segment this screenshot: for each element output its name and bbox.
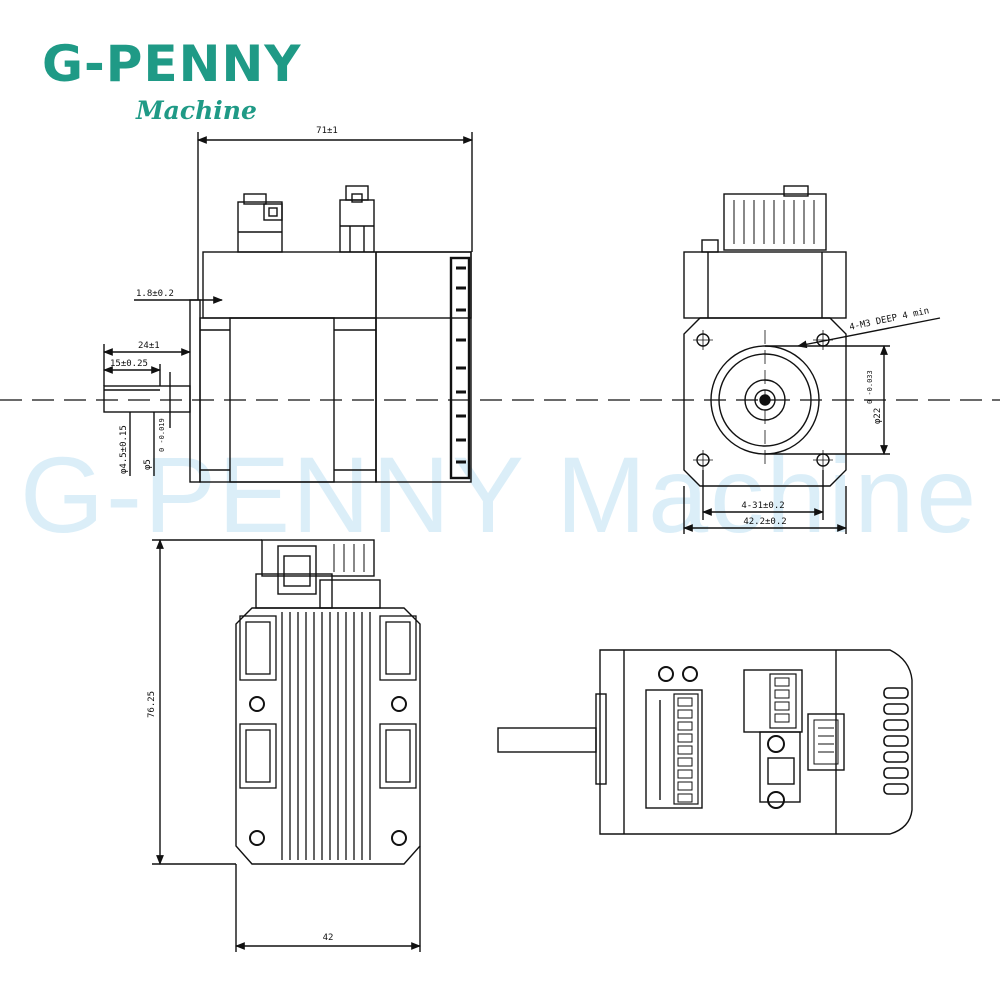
- top-connector-right: [339, 185, 375, 253]
- side-view: [0, 132, 1000, 483]
- dim-mount-thread: 4-M3 DEEP 4 min: [849, 306, 931, 333]
- brand-name: G-PENNY: [42, 35, 302, 93]
- front-flange: [683, 317, 847, 487]
- encoder-connector: [759, 731, 801, 809]
- driver-housing-upper: [202, 251, 472, 319]
- dim-shaft-length: 24±1: [138, 341, 160, 351]
- dim-side-length: 71±1: [316, 126, 338, 136]
- led-icon: [658, 666, 674, 682]
- led-icon: [682, 666, 698, 682]
- screw-icon: [249, 830, 265, 846]
- screw-icon: [391, 696, 407, 712]
- brand-logo: G-PENNY Machine: [42, 36, 332, 126]
- dim-hole-spacing: 4-31±0.2: [741, 501, 784, 511]
- vent-fins: [883, 687, 909, 795]
- dim-pilot-diameter: φ22: [873, 408, 883, 424]
- back-shaft: [497, 727, 597, 753]
- dip-switch: [807, 713, 845, 771]
- dim-flat-length: 15±0.25: [110, 359, 148, 369]
- screw-icon: [391, 830, 407, 846]
- front-connector: [723, 193, 827, 251]
- top-view-connector: [261, 539, 375, 577]
- flange: [189, 299, 201, 483]
- dim-flat-diameter: φ4.5±0.15: [119, 425, 129, 474]
- dim-shaft-tol: 0 -0.019: [158, 418, 166, 452]
- dim-shaft-diameter: φ5: [143, 459, 153, 470]
- dim-body-height: 76.25: [147, 691, 157, 718]
- back-view: [497, 649, 913, 835]
- front-view: [683, 185, 941, 534]
- shaft: [103, 385, 191, 413]
- dim-flange-width: 42.2±0.2: [743, 517, 786, 527]
- dim-body-width: 42: [323, 933, 334, 943]
- brand-subtitle: Machine: [136, 96, 257, 125]
- dim-pilot-tol: 0 -0.033: [866, 370, 874, 404]
- back-housing: [599, 649, 913, 835]
- top-connector-left: [237, 193, 283, 253]
- terminal-block-io: [645, 689, 703, 809]
- dim-flange-thickness: 1.8±0.2: [136, 289, 174, 299]
- driver-heatsink-body: [235, 607, 421, 865]
- terminal-block-power: [743, 669, 803, 733]
- screw-icon: [249, 696, 265, 712]
- top-view: [152, 539, 421, 952]
- driver-end-fins: [449, 256, 471, 480]
